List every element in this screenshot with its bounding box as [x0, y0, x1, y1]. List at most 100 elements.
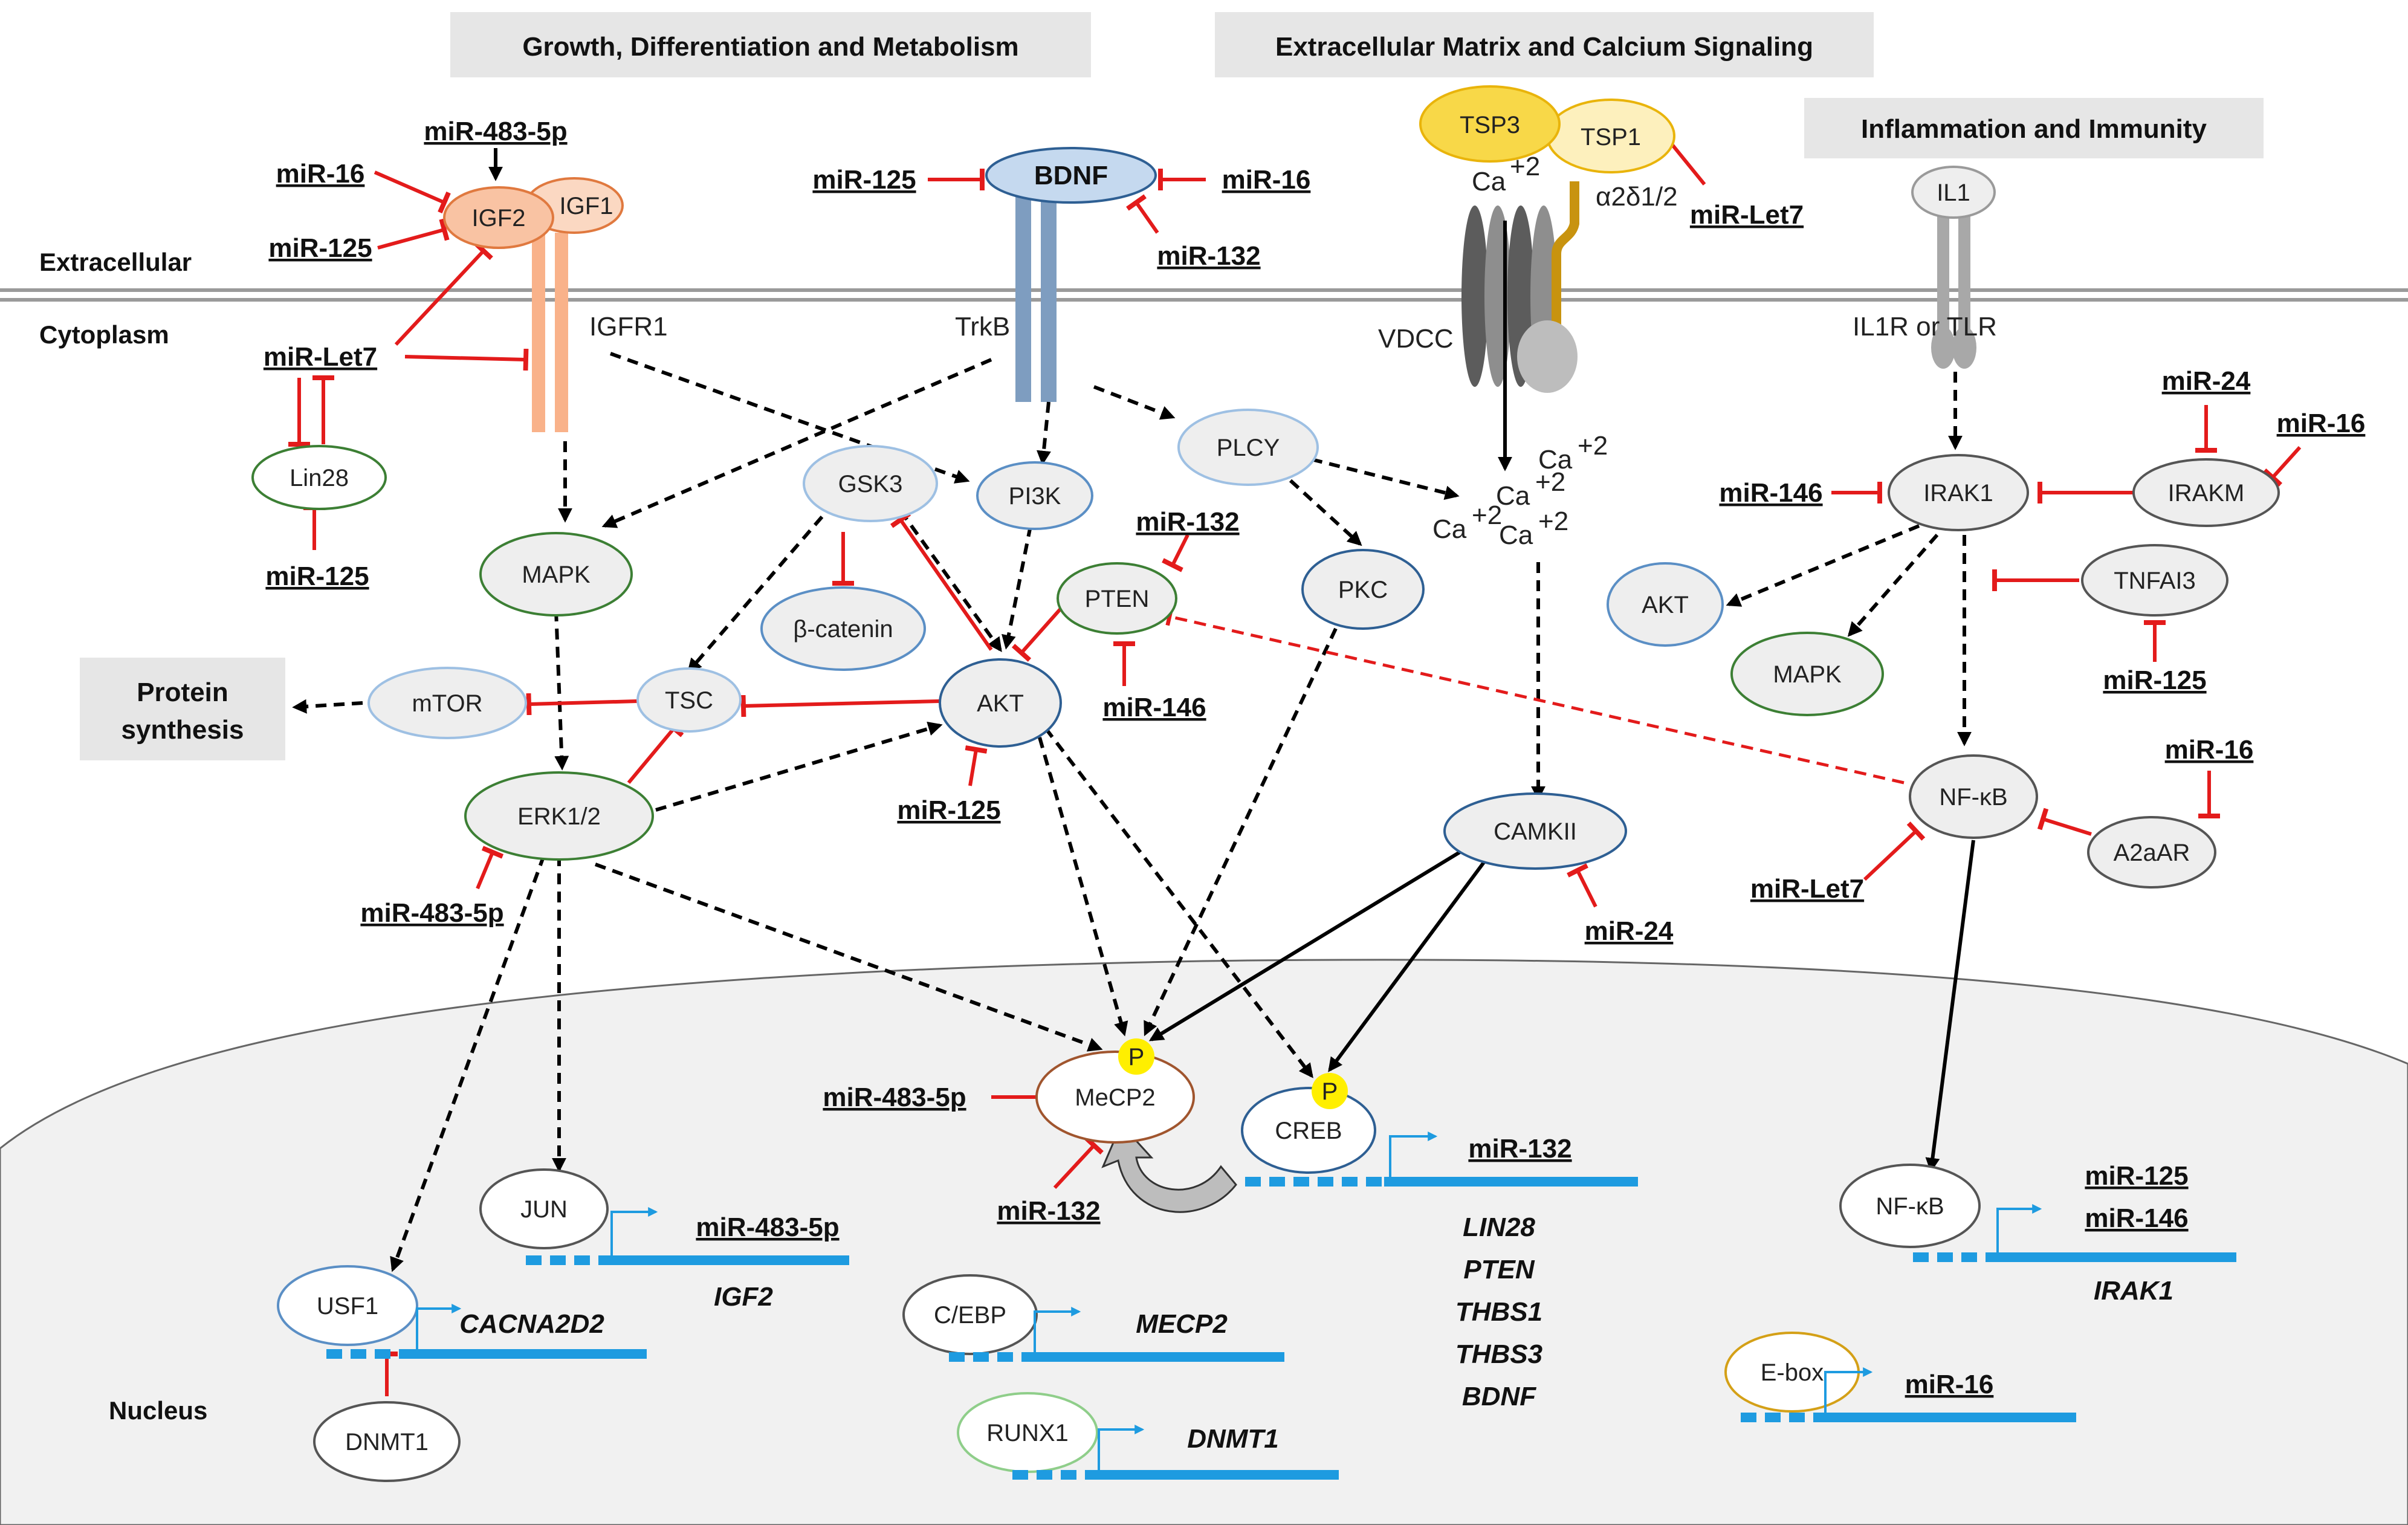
ebox-label: E-box: [1761, 1359, 1824, 1386]
mirna-let7-igf: miR-Let7: [264, 342, 377, 372]
mirna-125-bdnf: miR-125: [812, 165, 916, 195]
svg-text:Ca: Ca: [1538, 445, 1573, 474]
igf1-label: IGF1: [560, 193, 613, 219]
edge-plcy-pkc: [1289, 479, 1362, 546]
irak1-label: IRAK1: [1923, 480, 1993, 507]
plcy-label: PLCY: [1217, 435, 1280, 461]
edge-trkb-pi3k: [1036, 401, 1051, 465]
mirna-16-a2aar: miR-16: [2165, 735, 2254, 765]
akt2-label: AKT: [1642, 592, 1689, 618]
edge-akt-mecp2: [1038, 737, 1128, 1037]
inh-tsc-mtor: [526, 693, 638, 716]
beta-catenin-node: [760, 586, 926, 671]
mirna-146-irak1: miR-146: [1719, 478, 1822, 508]
inh-let7-igfr1: [404, 348, 529, 371]
edge-camkii-creb: [1328, 857, 1489, 1072]
inh-a2aar-nfkb: [2037, 808, 2092, 836]
akt-node: [939, 658, 1062, 748]
mirna-24-camkii: miR-24: [1585, 916, 1674, 946]
runx1-label: RUNX1: [986, 1420, 1069, 1446]
inh-mir132-mecp2: [1053, 1136, 1104, 1190]
irakm-node: [2132, 458, 2280, 527]
irak1-node: [1888, 454, 2029, 531]
igf2-label: IGF2: [472, 205, 526, 232]
irakm-label: IRAKM: [2168, 480, 2245, 507]
edge-mtor-protein: [292, 699, 363, 714]
tnfai3-label: TNFAI3: [2114, 568, 2196, 594]
mirna-125-akt: miR-125: [897, 795, 1000, 825]
mapk-node: [479, 532, 633, 617]
pten-node: [1057, 562, 1177, 635]
gsk3-node: [803, 445, 938, 522]
mirna-125-lin28: miR-125: [265, 562, 369, 591]
pkc-label: PKC: [1338, 577, 1388, 603]
mirna-132-mecp2: miR-132: [997, 1196, 1100, 1226]
inh-mir483-erk: [476, 846, 504, 890]
camkii-label: CAMKII: [1494, 818, 1577, 845]
target-jun-gene: IGF2: [714, 1282, 773, 1312]
mtor-label: mTOR: [412, 690, 482, 717]
mirna-24-irakm: miR-24: [2162, 366, 2251, 396]
svg-text:Ca: Ca: [1496, 481, 1530, 511]
mirna-483-top: miR-483-5p: [424, 117, 567, 146]
protein-synthesis-box: [80, 658, 285, 760]
mirna-125-igf: miR-125: [268, 233, 372, 263]
promoter-ebox: [1741, 1367, 2076, 1422]
creb-phospho: [1312, 1073, 1348, 1109]
creb-mecp2-feedback-arrow: [1101, 1122, 1237, 1213]
inh-let7-igf2: [394, 241, 493, 346]
tsp1-label: TSP1: [1581, 124, 1641, 151]
target-runx1-gene: DNMT1: [1187, 1424, 1279, 1454]
target-creb-gene-2: THBS1: [1455, 1297, 1542, 1327]
jun-label: JUN: [520, 1196, 568, 1223]
svg-text:Ca: Ca: [1472, 167, 1506, 196]
mirna-16-igf: miR-16: [276, 159, 365, 189]
calcium-cluster: Ca+2 Ca+2 Ca+2 Ca+2: [1432, 431, 1608, 550]
promoter-creb: [1245, 1132, 1638, 1187]
promoter-cebp: [949, 1307, 1284, 1362]
edge-nfkb-nucleus: [1925, 840, 1975, 1173]
lin28-node: [251, 445, 387, 510]
edge-pi3k-akt: [1001, 525, 1032, 650]
promoter-runx1: [1012, 1425, 1339, 1480]
jun-node: [479, 1168, 609, 1249]
target-creb-gene-0: LIN28: [1463, 1213, 1535, 1242]
svg-text:+2: +2: [1578, 431, 1608, 461]
akt2-node: [1607, 562, 1724, 647]
mapk2-label: MAPK: [1773, 661, 1842, 688]
mirna-let7-nfkb: miR-Let7: [1750, 874, 1864, 904]
pi3k-label: PI3K: [1009, 483, 1061, 510]
edge-erk-usf1: [390, 854, 546, 1272]
beta-catenin-label: β-catenin: [793, 616, 893, 643]
nfkb-nuc-label: NF-κB: [1876, 1193, 1944, 1220]
mecp2-phospho: [1118, 1038, 1154, 1075]
cebp-node: [902, 1274, 1038, 1355]
region-cytoplasm: Cytoplasm: [39, 320, 169, 349]
svg-text:+2: +2: [1538, 507, 1568, 536]
target-creb-gene-4: BDNF: [1462, 1382, 1536, 1411]
header-ecm-box: [1215, 12, 1874, 77]
trkb-receptor-right: [1041, 193, 1057, 402]
protein-synthesis-line2: synthesis: [121, 715, 244, 745]
usf1-node: [277, 1265, 418, 1346]
tsc-node: [636, 667, 742, 733]
header-growth: Growth, Differentiation and Metabolism: [522, 32, 1018, 62]
mirna-let7-tsp: miR-Let7: [1690, 200, 1804, 230]
mecp2-node: [1035, 1051, 1195, 1144]
inh-akt-tsc: [740, 695, 940, 717]
dnmt1-label: DNMT1: [345, 1429, 429, 1455]
region-extracellular: Extracellular: [39, 248, 192, 276]
mapk-label: MAPK: [522, 562, 591, 588]
target-nfkb-mir2: miR-146: [2085, 1203, 2188, 1233]
trkb-label: TrkB: [955, 312, 1010, 342]
trkb-receptor-left: [1015, 193, 1031, 402]
target-creb-mir: miR-132: [1468, 1134, 1571, 1164]
edge-gsk3-akt: [899, 510, 1002, 652]
creb-label: CREB: [1275, 1118, 1342, 1144]
edge-trkb-plcy: [1093, 385, 1176, 420]
target-jun-mir: miR-483-5p: [696, 1213, 839, 1242]
target-creb-gene-1: PTEN: [1463, 1255, 1535, 1284]
target-usf1-gene: CACNA2D2: [459, 1309, 604, 1339]
target-creb-genes: LIN28 PTEN THBS1 THBS3 BDNF: [1455, 1213, 1542, 1411]
inh-mir16-igf2: [374, 170, 451, 214]
